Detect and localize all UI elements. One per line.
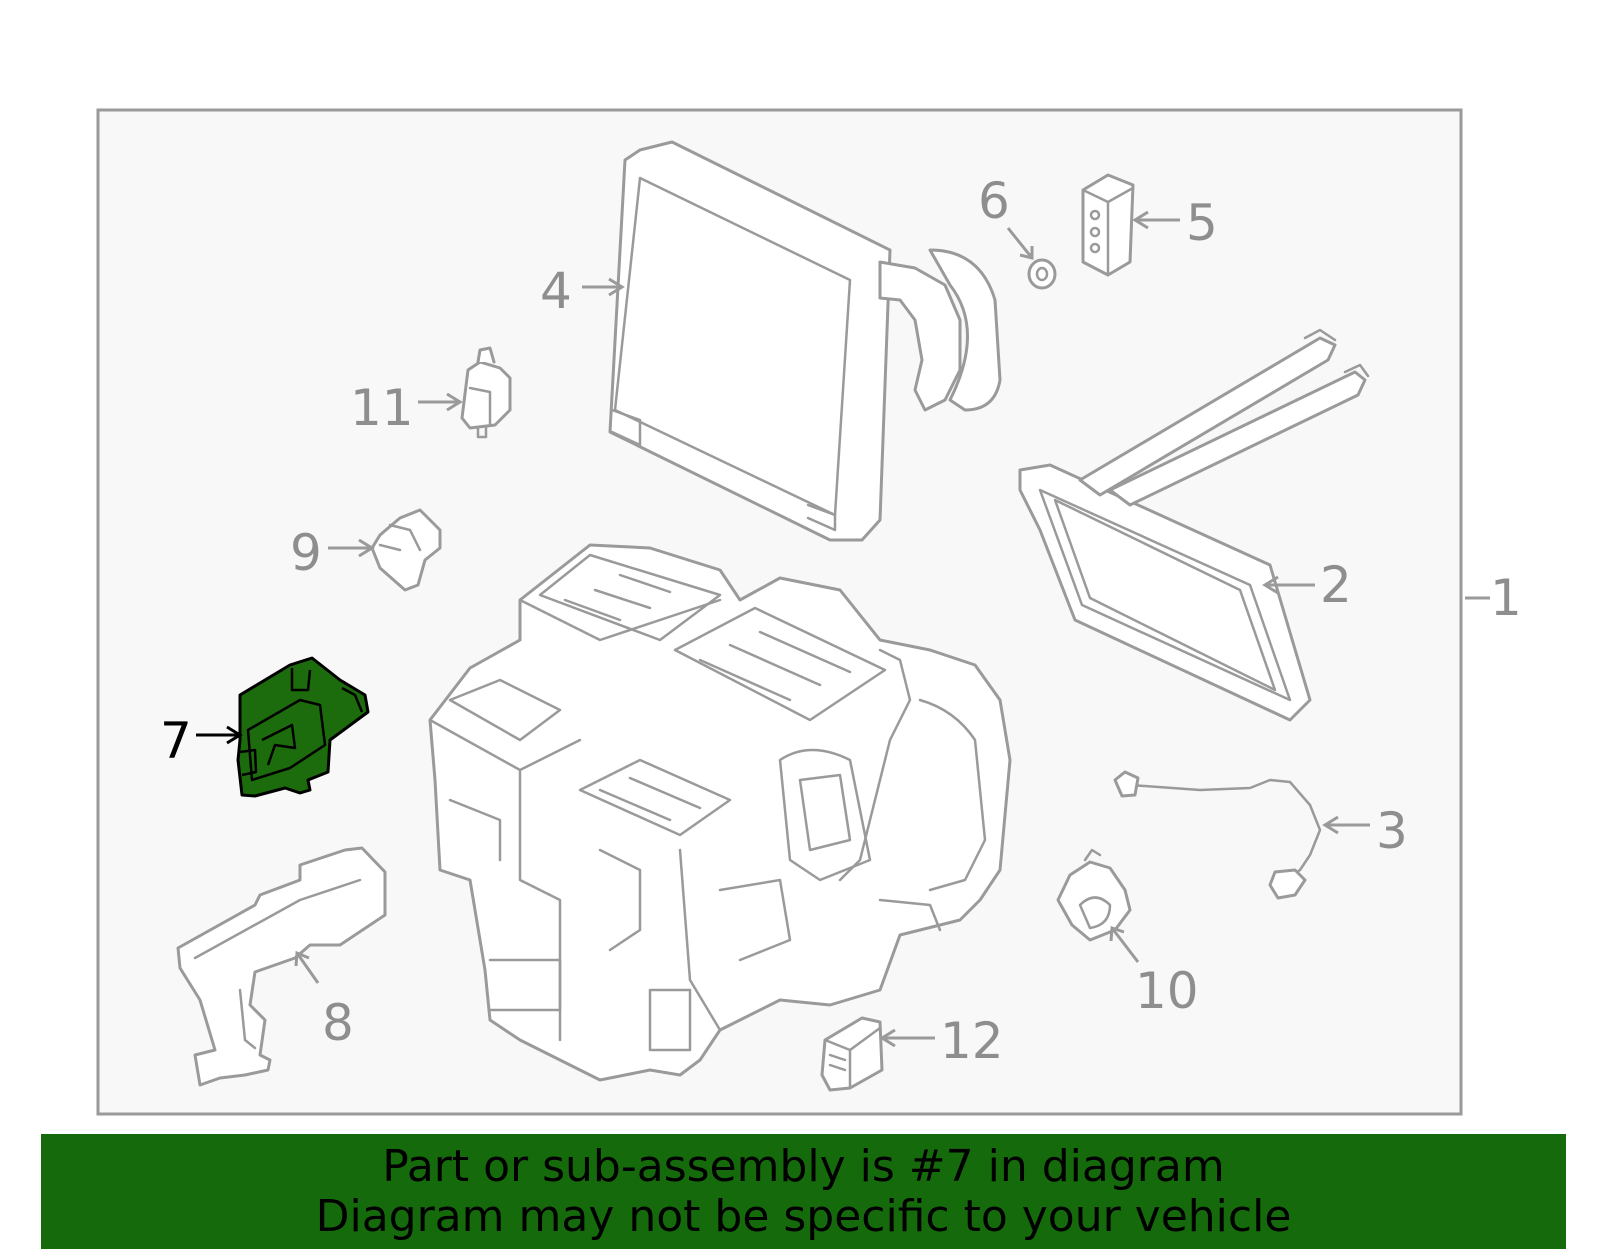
leader-7 bbox=[196, 725, 243, 745]
part-8-duct[interactable] bbox=[176, 846, 387, 1087]
callout-2: 2 bbox=[1320, 556, 1352, 614]
part-11-sensor[interactable] bbox=[460, 346, 512, 439]
banner-line-1: Part or sub-assembly is #7 in diagram bbox=[382, 1140, 1225, 1192]
part-2-heater-core[interactable] bbox=[1018, 328, 1370, 722]
callout-9: 9 bbox=[290, 524, 322, 582]
part-4-evaporator[interactable] bbox=[608, 140, 1002, 542]
part-9-actuator[interactable] bbox=[370, 508, 442, 592]
callout-11: 11 bbox=[350, 379, 414, 437]
leader-2 bbox=[1262, 575, 1315, 595]
leader-12 bbox=[879, 1028, 935, 1048]
callout-10: 10 bbox=[1135, 962, 1199, 1020]
leader-6 bbox=[1006, 227, 1034, 260]
callout-5: 5 bbox=[1186, 194, 1218, 252]
leader-3 bbox=[1322, 815, 1370, 835]
part-6-seal[interactable] bbox=[1027, 258, 1057, 290]
callout-3: 3 bbox=[1376, 802, 1408, 860]
banner-line-2: Diagram may not be specific to your vehi… bbox=[315, 1190, 1292, 1242]
part-12-control-module[interactable] bbox=[820, 1016, 884, 1092]
part-10-actuator-motor[interactable] bbox=[1056, 848, 1132, 942]
leader-11 bbox=[418, 392, 463, 412]
part-1-hvac-case[interactable] bbox=[428, 543, 1012, 1082]
callout-12: 12 bbox=[940, 1012, 1004, 1070]
leader-8 bbox=[294, 950, 320, 984]
part-3-sensor-harness[interactable] bbox=[1113, 770, 1322, 900]
callout-7: 7 bbox=[160, 712, 192, 770]
info-banner: Part or sub-assembly is #7 in diagram Di… bbox=[41, 1134, 1566, 1249]
callout-6: 6 bbox=[978, 172, 1010, 230]
callout-1: 1 bbox=[1490, 569, 1522, 627]
part-5-expansion-valve[interactable] bbox=[1081, 173, 1135, 277]
leader-9 bbox=[328, 538, 375, 558]
part-7-highlighted[interactable] bbox=[236, 656, 370, 798]
leader-4 bbox=[582, 277, 625, 297]
callout-4: 4 bbox=[540, 262, 572, 320]
callout-8: 8 bbox=[322, 994, 354, 1052]
leader-10 bbox=[1109, 925, 1140, 963]
leader-5 bbox=[1132, 210, 1180, 230]
